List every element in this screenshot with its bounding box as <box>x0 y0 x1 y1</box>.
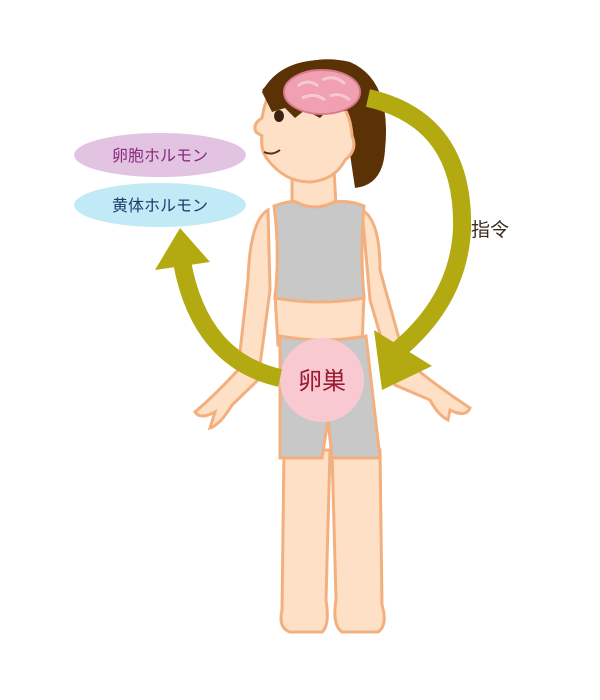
tank-top <box>272 200 366 304</box>
hormone-arrow <box>155 228 283 387</box>
brain-icon <box>283 69 361 115</box>
corpus-luteum-hormone-label: 黄体ホルモン <box>112 196 208 215</box>
legs <box>279 448 386 634</box>
eye-icon <box>274 110 284 122</box>
ovary-circle <box>280 338 364 422</box>
corpus-luteum-hormone-bubble <box>74 183 246 227</box>
follicle-hormone-label: 卵胞ホルモン <box>112 146 208 165</box>
ovary-label: 卵巣 <box>298 367 346 395</box>
mouth <box>263 149 281 155</box>
command-arrow <box>365 89 472 390</box>
follicle-hormone-bubble <box>74 133 246 177</box>
command-label: 指令 <box>471 219 509 241</box>
